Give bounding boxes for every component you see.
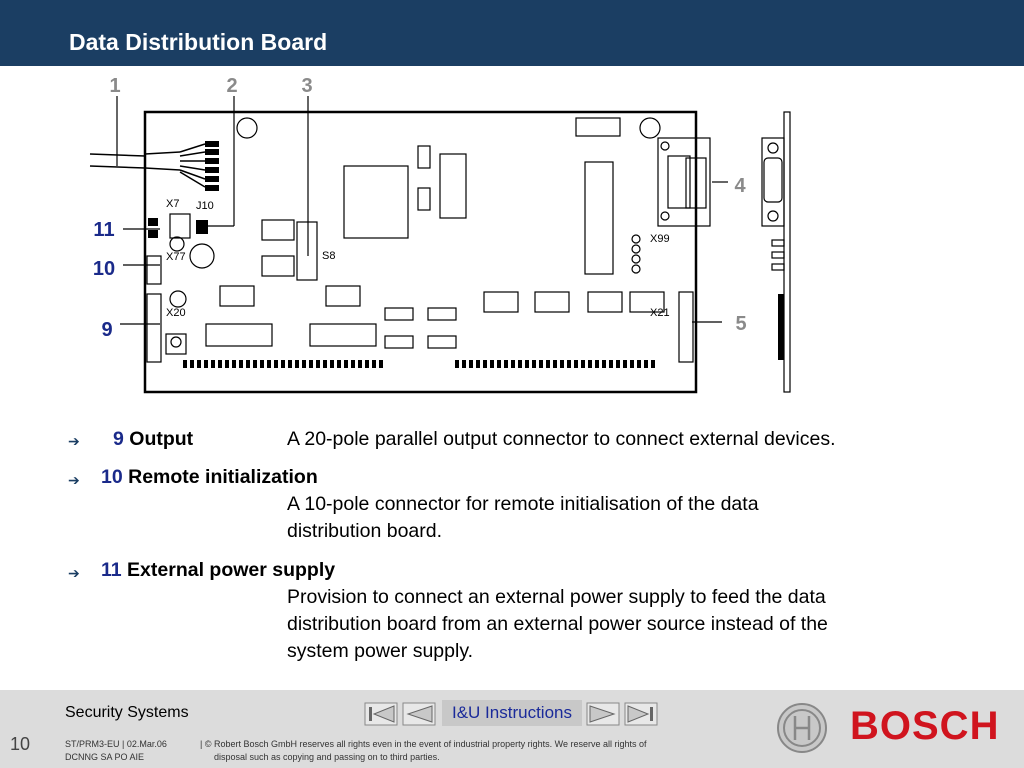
next-slide-icon[interactable]	[586, 702, 620, 726]
bosch-armature-icon	[777, 703, 827, 753]
document-meta: ST/PRM3-EU | 02.Mar.06 DCNNG SA PO AIE	[65, 738, 167, 764]
item-9-heading: 9 Output	[113, 428, 193, 451]
callout-11: 11	[93, 219, 114, 241]
instructions-link[interactable]: I&U Instructions	[442, 700, 582, 726]
copyright-notice: | © Robert Bosch GmbH reserves all right…	[200, 738, 720, 764]
callout-10: 10	[93, 258, 115, 280]
bosch-logo-text: BOSCH	[850, 704, 1000, 748]
callout-3: 3	[301, 75, 312, 97]
footer: Security Systems I&U Instructions 10 ST/…	[0, 690, 1024, 768]
item-11-term: External power supply	[127, 559, 336, 581]
board-illustration: 1 2 3 4 5 9 10 11	[89, 75, 791, 394]
item-10-heading: 10 Remote initialization	[101, 466, 318, 489]
label-x7: X7	[166, 198, 179, 210]
copyright-line-2: disposal such as copying and passing on …	[214, 752, 440, 762]
item-11-description-line-2: distribution board from an external powe…	[287, 613, 828, 635]
item-11-description-line-3: system power supply.	[287, 640, 474, 662]
last-slide-icon[interactable]	[624, 702, 658, 726]
previous-slide-icon[interactable]	[402, 702, 436, 726]
label-x21: X21	[650, 307, 670, 319]
item-11-number: 11	[101, 559, 122, 581]
arrow-icon: ➔	[68, 565, 80, 581]
label-x99: X99	[650, 233, 670, 245]
copyright-line-1: | © Robert Bosch GmbH reserves all right…	[200, 739, 647, 749]
callout-4: 4	[734, 175, 746, 197]
slide-navigation: I&U Instructions	[364, 700, 664, 728]
callout-5: 5	[735, 313, 746, 335]
label-s8: S8	[322, 250, 335, 262]
item-11-description-line-1: Provision to connect an external power s…	[287, 586, 826, 608]
header-bar: Data Distribution Board	[0, 0, 1024, 66]
item-10-number: 10	[101, 466, 123, 488]
item-9-number: 9	[113, 428, 124, 450]
item-10-description-line-1: A 10-pole connector for remote initialis…	[287, 493, 759, 515]
page-title: Data Distribution Board	[69, 29, 328, 55]
callout-9: 9	[101, 319, 112, 341]
label-x20: X20	[166, 307, 186, 319]
page-number: 10	[10, 734, 31, 754]
board-diagram: 1 2 3 4 5 9 10 11	[0, 66, 1024, 406]
label-x77: X77	[166, 251, 186, 263]
label-j10: J10	[196, 200, 214, 212]
arrow-icon: ➔	[68, 472, 80, 488]
item-11-heading: 11 External power supply	[101, 559, 335, 582]
item-9-term: Output	[129, 428, 194, 450]
document-meta-line-2: DCNNG SA PO AIE	[65, 752, 145, 762]
arrow-icon: ➔	[68, 433, 80, 449]
item-9-description: A 20-pole parallel output connector to c…	[287, 428, 836, 450]
document-meta-line-1: ST/PRM3-EU | 02.Mar.06	[65, 739, 167, 749]
callout-2: 2	[226, 75, 237, 97]
callout-1: 1	[109, 75, 120, 97]
item-10-description-line-2: distribution board.	[287, 520, 443, 542]
first-slide-icon[interactable]	[364, 702, 398, 726]
footer-section-title: Security Systems	[65, 704, 189, 721]
item-10-term: Remote initialization	[128, 466, 318, 488]
